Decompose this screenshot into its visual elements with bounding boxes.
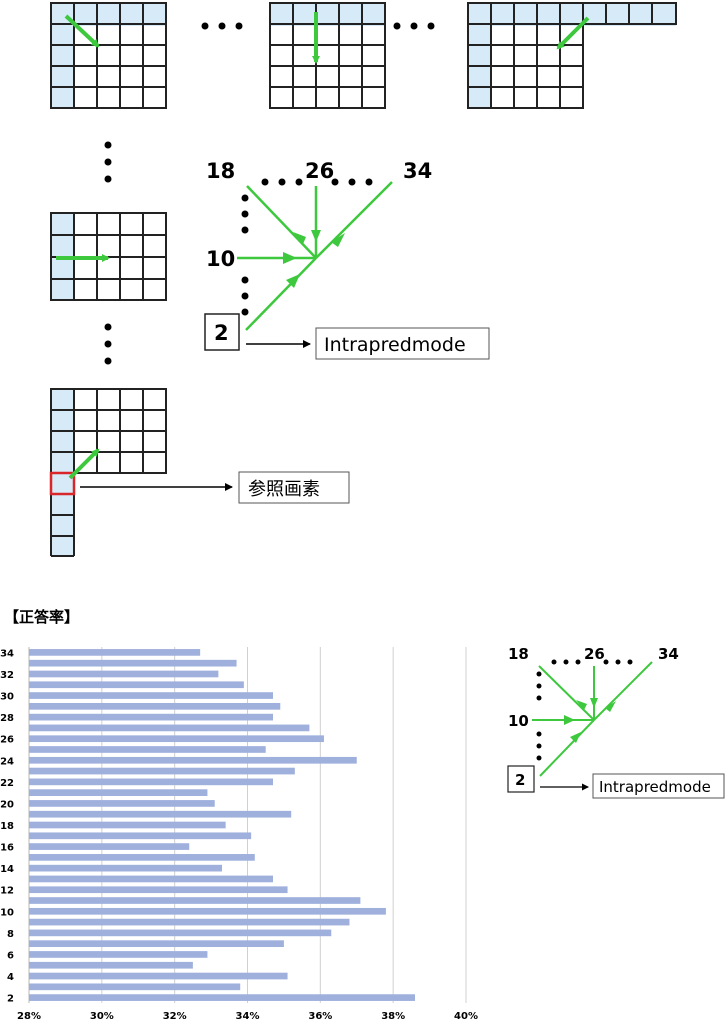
bar-mode-19 (29, 810, 292, 818)
bar-mode-23 (29, 767, 295, 775)
mode-label-26: 26 (305, 159, 334, 183)
inset-mode-label-34: 34 (658, 645, 679, 663)
x-tick-label: 30% (90, 1011, 114, 1022)
y-tick-label: 24 (0, 756, 14, 767)
prediction-arrow (68, 448, 100, 480)
bar-mode-29 (29, 702, 281, 710)
bar-mode-22 (29, 778, 273, 786)
x-tick-label: 32% (163, 1011, 187, 1022)
inset-mode-label-10: 10 (508, 712, 529, 730)
reference-pixel-highlight (49, 471, 76, 496)
block-grid-top-left (50, 2, 167, 109)
y-tick-label: 32 (0, 670, 14, 681)
intrapredmode-label: Intrapredmode (324, 334, 466, 356)
bar-mode-34 (29, 649, 201, 656)
y-tick-label: 20 (0, 799, 14, 810)
bar-mode-32 (29, 670, 219, 678)
y-tick-label: 4 (7, 972, 14, 983)
y-tick-label: 28 (0, 713, 14, 724)
bar-mode-3 (29, 983, 241, 991)
block-grid-bottom-left (49, 388, 233, 557)
bar-mode-11 (29, 897, 361, 904)
bar-mode-9 (29, 918, 350, 926)
x-tick-label: 36% (308, 1011, 332, 1022)
bar-mode-2 (29, 994, 416, 1001)
y-tick-label: 30 (0, 692, 14, 703)
mode-label-34: 34 (403, 159, 432, 183)
block-grid-middle-left (50, 212, 167, 301)
mode-label-18: 18 (206, 159, 235, 183)
bar-mode-27 (29, 724, 310, 732)
bar-mode-16 (29, 843, 190, 850)
bar-mode-33 (29, 659, 237, 667)
bar-mode-14 (29, 864, 223, 872)
chart-title: 【正答率】 (4, 608, 80, 626)
y-tick-label: 2 (7, 994, 14, 1005)
bar-mode-18 (29, 821, 226, 829)
y-tick-label: 22 (0, 778, 14, 789)
x-tick-label: 38% (381, 1011, 405, 1022)
bar-mode-15 (29, 854, 255, 861)
y-tick-label: 8 (7, 929, 14, 940)
inset-mode-label-2: 2 (515, 771, 525, 789)
inset-mode-label-18: 18 (508, 645, 529, 663)
ellipsis-dots-horizontal (201, 22, 435, 30)
y-tick-label: 10 (0, 907, 14, 918)
intra-prediction-diagram: 参照画素 18 26 34 10 2 Intr (49, 2, 677, 557)
bar-mode-4 (29, 972, 288, 980)
inset-intrapredmode-label: Intrapredmode (599, 778, 711, 796)
chart-bars (29, 649, 416, 1001)
bar-mode-24 (29, 756, 357, 764)
inset-mode-label-26: 26 (584, 645, 605, 663)
bar-mode-26 (29, 735, 324, 743)
y-tick-label: 16 (0, 843, 14, 854)
block-grid-top-middle (269, 2, 386, 109)
bar-mode-5 (29, 961, 193, 969)
y-tick-label: 14 (0, 864, 14, 875)
x-tick-label: 34% (236, 1011, 260, 1022)
bar-mode-25 (29, 746, 266, 753)
prediction-arrow (64, 14, 100, 48)
block-grid-top-right (467, 2, 677, 109)
x-tick-label: 28% (17, 1011, 41, 1022)
chart-x-ticks: 28% 30% 32% 34% 36% 38% 40% (17, 1011, 478, 1022)
mode-direction-fan: 18 26 34 10 2 Intrapredmode (204, 159, 490, 360)
bar-mode-8 (29, 929, 332, 937)
mode-direction-fan-inset: 18 26 34 10 2 Intrapredmode (507, 645, 725, 799)
y-tick-label: 34 (0, 648, 14, 659)
bar-mode-12 (29, 886, 288, 894)
bar-mode-31 (29, 681, 244, 689)
bar-mode-17 (29, 832, 252, 840)
bar-mode-28 (29, 713, 273, 721)
y-tick-label: 18 (0, 821, 14, 832)
y-tick-label: 12 (0, 886, 14, 897)
ellipsis-dots-vertical (104, 141, 112, 365)
bar-mode-30 (29, 692, 273, 699)
x-tick-label: 40% (454, 1011, 478, 1022)
reference-pixel-label: 参照画素 (248, 479, 320, 500)
bar-mode-21 (29, 789, 208, 796)
bar-mode-13 (29, 875, 273, 883)
y-tick-label: 26 (0, 735, 14, 746)
bar-mode-20 (29, 800, 215, 807)
mode-label-2: 2 (214, 321, 229, 345)
mode-label-10: 10 (206, 247, 235, 271)
y-tick-label: 6 (7, 950, 14, 961)
bar-mode-7 (29, 940, 284, 948)
prediction-arrow (556, 16, 590, 50)
bar-mode-6 (29, 951, 208, 958)
bar-mode-10 (29, 907, 386, 915)
